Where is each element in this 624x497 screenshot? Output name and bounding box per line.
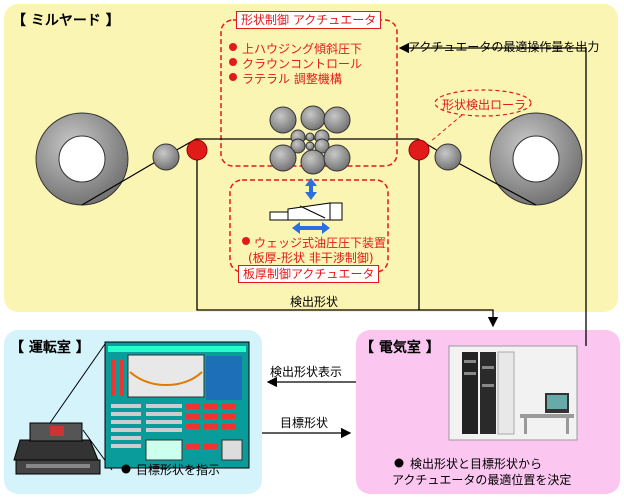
detected-shape-display-label: 検出形状表示 (270, 365, 343, 379)
mill-yard-title: 【 ミルヤード 】 (12, 13, 120, 29)
detected-shape-line (196, 160, 499, 328)
shape-actuator-item-2: クラウンコントロール (242, 57, 363, 71)
right-deflector-roll (434, 143, 462, 171)
shape-actuator-title: 形状制御 アクチュエータ (236, 11, 382, 29)
shape-actuator-item-3: ラテラル 調整機構 (242, 72, 342, 86)
wedge-item-line2: (板厚-形状 非干渉制御) (248, 251, 374, 265)
electric-equipment-photo (448, 345, 578, 441)
bullet-icons (121, 43, 404, 474)
shape-roller-left (186, 139, 208, 161)
shape-roller-label: 形状検出ローラ (442, 98, 527, 112)
shape-actuator-item-1: 上ハウジング傾斜圧下 (242, 42, 363, 56)
electric-decision-line2: アクチュエータの最適位置を決定 (392, 473, 572, 487)
control-room-title: 【 運転室 】 (10, 340, 90, 356)
control-console-icon (13, 422, 101, 475)
mill-stand-rolls (269, 105, 351, 175)
left-coil (35, 112, 129, 206)
wedge-device-icon (269, 202, 343, 221)
detected-shape-label: 検出形状 (290, 295, 339, 309)
wedge-blue-arrows (292, 178, 330, 234)
right-coil (489, 112, 583, 206)
electric-room-title: 【 電気室 】 (360, 340, 440, 356)
actuator-output-line (398, 42, 587, 346)
shape-roller-callout (434, 89, 532, 117)
left-deflector-roll (152, 143, 180, 171)
shape-roller-right (408, 139, 430, 161)
electric-decision-line1: 検出形状と目標形状から (410, 457, 543, 471)
operator-screen (104, 341, 250, 469)
thickness-actuator-title: 板厚制御アクチュエータ (238, 265, 380, 283)
actuator-output-label: アクチュエータの最適操作量を出力 (408, 40, 600, 54)
wedge-item-line1: ウェッジ式油圧圧下装置 (254, 236, 387, 250)
control-room-instruction: 目標形状を指示 (136, 463, 221, 477)
target-shape-label: 目標形状 (280, 416, 329, 430)
